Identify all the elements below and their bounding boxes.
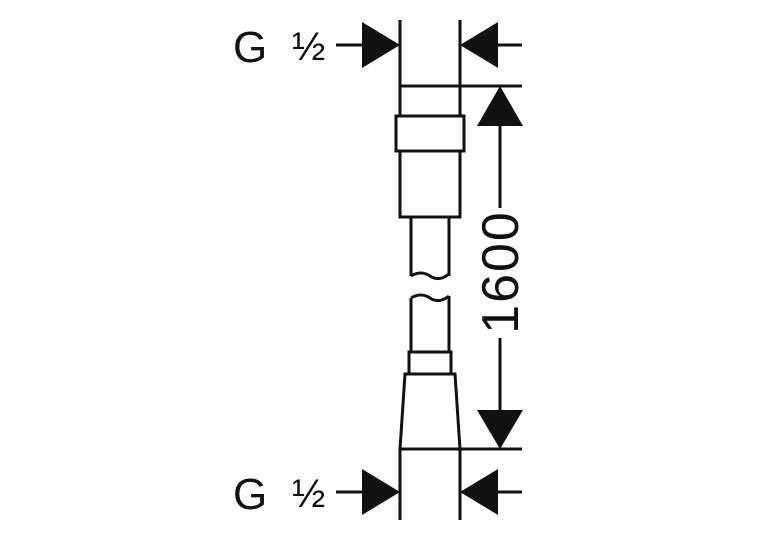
bottom-arrow-right-head [460,469,498,515]
upper-fitting-cap [398,84,462,118]
top-thread-letter: G [233,23,267,72]
hose-lower-segment [409,293,451,352]
lower-fitting-cone [398,372,462,451]
bottom-thread-letter: G [233,470,267,519]
bottom-arrow-left-head [362,469,400,515]
length-value: 1600 [472,210,530,334]
length-arrow-top-head [477,86,523,126]
lower-fitting [398,350,462,451]
top-thread-dimension: G ½ [233,20,522,86]
upper-fitting-collar [394,114,466,153]
bottom-thread-size: ½ [292,472,325,516]
hose-upper-segment [409,217,451,281]
top-arrow-right-head [460,22,498,68]
upper-fitting [394,84,466,219]
top-thread-size: ½ [292,25,325,69]
bottom-thread-dimension: G ½ [233,449,522,520]
lower-fitting-ring [407,350,453,376]
length-arrow-bottom-head [477,410,523,449]
upper-fitting-body [398,149,462,219]
top-arrow-left-head [362,22,400,68]
length-dimension: 1600 [460,84,530,451]
